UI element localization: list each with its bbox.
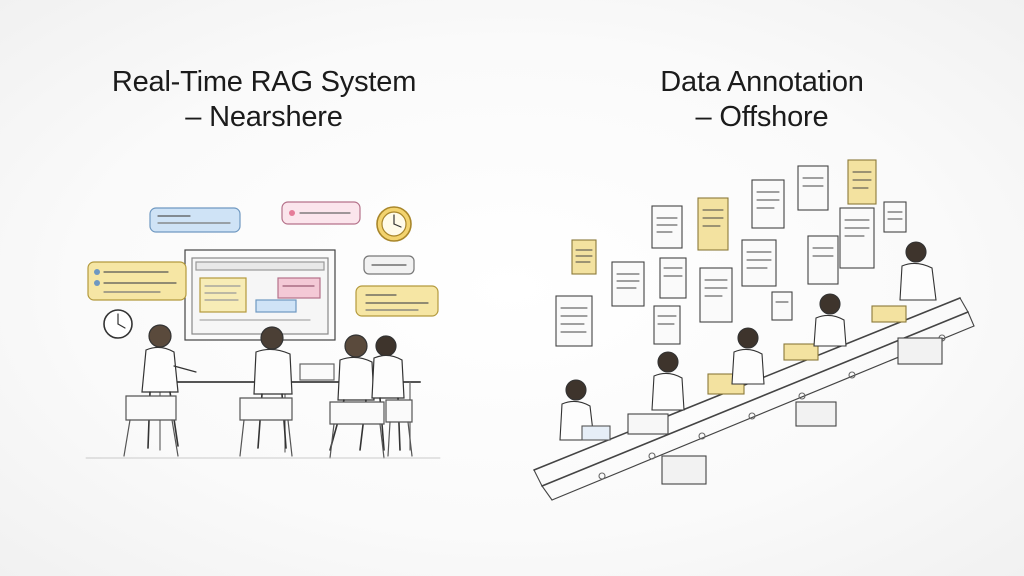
monitor-screen	[184, 249, 336, 341]
worker-1	[559, 379, 611, 441]
clock-icon-gold	[376, 206, 412, 242]
chat-bubble-yellow-right	[355, 285, 439, 317]
conveyor-annotation-illustration	[533, 159, 975, 501]
annotation-title-line2: – Offshore	[695, 101, 829, 133]
floating-documents	[555, 159, 907, 347]
worker-2	[651, 351, 685, 411]
left-panel: Real-Time RAG System – Nearshere	[85, 66, 441, 459]
chat-bubble-yellow-left	[87, 261, 187, 301]
worker-5	[899, 241, 937, 301]
annotation-title-line1: Data Annotation	[660, 66, 864, 98]
chairs	[123, 395, 413, 459]
conveyor-belt	[533, 297, 975, 501]
person-2	[253, 326, 293, 449]
right-panel: Data Annotation – Offshore	[512, 0, 1024, 576]
team-collaboration-illustration	[85, 201, 441, 459]
conveyor-supports	[661, 337, 943, 485]
person-1	[141, 324, 197, 449]
person-3	[329, 334, 375, 451]
worker-3	[731, 327, 765, 385]
chat-bubble-grey-right	[363, 255, 415, 275]
rag-title-line2: – Nearshere	[185, 101, 343, 133]
worker-4	[813, 293, 847, 347]
rag-title-line1: Real-Time RAG System	[111, 66, 417, 98]
person-4	[371, 335, 405, 451]
chat-bubble-pink-top	[281, 201, 361, 225]
chat-bubble-blue-top	[149, 207, 241, 233]
clock-icon-left	[103, 309, 133, 339]
